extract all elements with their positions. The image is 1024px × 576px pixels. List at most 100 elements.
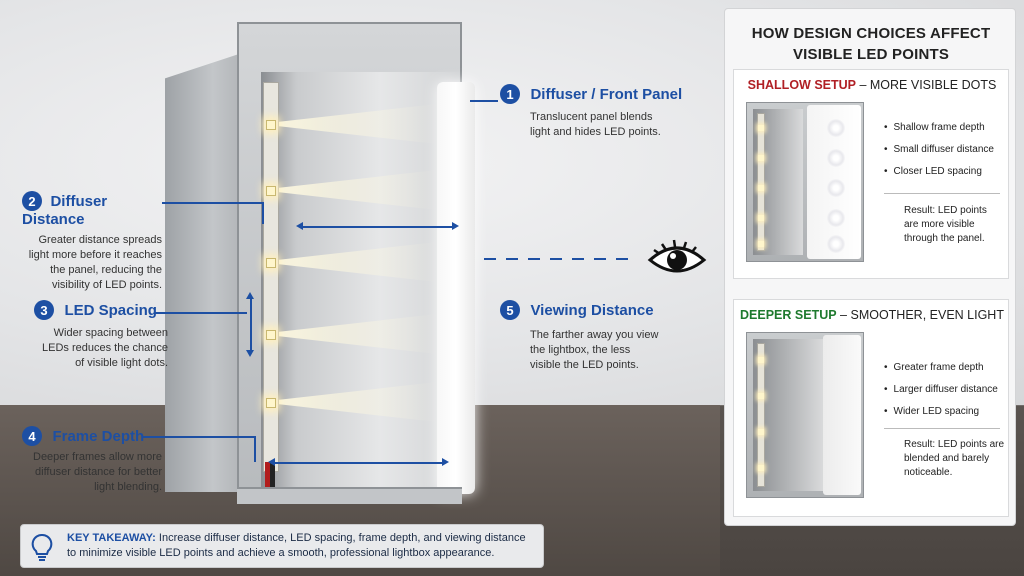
result-line: are more visible	[904, 219, 975, 230]
label-text-line: visibility of LED points.	[51, 279, 162, 291]
label-title: Diffuser / Front Panel	[530, 85, 683, 103]
bullet-item: Closer LED spacing	[884, 166, 994, 177]
card-heading: SHALLOW SETUP – MORE VISIBLE DOTS	[734, 78, 1010, 92]
shallow-setup-card: SHALLOW SETUP – MORE VISIBLE DOTS Shallo…	[733, 69, 1009, 279]
mini-led-strip	[757, 113, 765, 251]
mini-diffuser	[823, 335, 861, 495]
panel-title: HOW DESIGN CHOICES AFFECT VISIBLE LED PO…	[725, 23, 1017, 65]
leader-line	[262, 202, 264, 224]
result-line: Result: LED points	[904, 205, 987, 216]
sightline-dash	[484, 258, 496, 260]
led-point	[266, 398, 276, 408]
label-text-line: diffuser distance for better	[35, 466, 162, 478]
bullet-item: Shallow frame depth	[884, 122, 994, 133]
mini-led	[758, 185, 764, 191]
leader-line	[142, 436, 254, 438]
sightline-dash	[572, 258, 584, 260]
mini-led	[758, 215, 764, 221]
shallow-result: Result: LED points are more visible thro…	[904, 204, 987, 246]
deeper-setup-card: DEEPER SETUP – SMOOTHER, EVEN LIGHT Grea…	[733, 299, 1009, 517]
result-line: through the panel.	[904, 233, 985, 244]
label-text-line: visible the LED points.	[530, 359, 639, 371]
divider	[884, 193, 1000, 194]
label-diffuser-distance: 2 Diffuser Distance Greater distance spr…	[22, 191, 162, 293]
deeper-result: Result: LED points are blended and barel…	[904, 438, 1004, 480]
panel-title-line: HOW DESIGN CHOICES AFFECT	[751, 25, 991, 42]
takeaway-text: KEY TAKEAWAY: Increase diffuser distance…	[67, 531, 537, 561]
led-point	[266, 330, 276, 340]
label-text-line: light and hides LED points.	[530, 126, 661, 138]
led-point	[266, 186, 276, 196]
card-heading-rest: – SMOOTHER, EVEN LIGHT	[836, 308, 1004, 322]
mini-led	[758, 357, 764, 363]
card-heading-strong: DEEPER SETUP	[740, 308, 837, 322]
step-number-badge: 1	[500, 84, 520, 104]
lightbulb-icon	[31, 533, 53, 561]
label-title: Viewing Distance	[530, 301, 654, 319]
mini-led	[758, 155, 764, 161]
visible-light-dot	[827, 119, 845, 137]
arrowhead	[268, 458, 275, 466]
led-point	[266, 258, 276, 268]
arrowhead	[452, 222, 459, 230]
label-led-spacing: 3 LED Spacing Wider spacing between LEDs…	[22, 300, 168, 371]
led-strip	[263, 82, 279, 472]
diffuser-distance-arrow	[300, 226, 452, 228]
mini-led	[758, 241, 764, 247]
bullet-item: Greater frame depth	[884, 362, 998, 373]
leader-line	[254, 436, 256, 462]
comparison-panel: HOW DESIGN CHOICES AFFECT VISIBLE LED PO…	[724, 8, 1016, 526]
label-text-line: light blending.	[94, 481, 162, 493]
bullet-item: Wider LED spacing	[884, 406, 998, 417]
result-line: noticeable.	[904, 467, 953, 478]
label-text-line: the lightbox, the less	[530, 344, 631, 356]
label-text-line: The farther away you view	[530, 329, 659, 341]
leader-line	[470, 100, 498, 102]
label-diffuser-front-panel: 1 Diffuser / Front Panel Translucent pan…	[500, 84, 700, 140]
mini-led	[758, 429, 764, 435]
takeaway-line: to minimize visible LED points and achie…	[67, 547, 495, 559]
label-title: Frame Depth	[52, 427, 145, 445]
diffuser-panel	[437, 82, 475, 494]
mini-led	[758, 465, 764, 471]
sightline-dash	[594, 258, 606, 260]
card-heading: DEEPER SETUP – SMOOTHER, EVEN LIGHT	[734, 308, 1010, 322]
label-text-line: Wider spacing between	[53, 327, 168, 339]
takeaway-label: KEY TAKEAWAY:	[67, 532, 156, 544]
result-line: blended and barely	[904, 453, 990, 464]
sightline-dash	[528, 258, 540, 260]
visible-light-dot	[827, 179, 845, 197]
label-text-line: Deeper frames allow more	[33, 451, 162, 463]
frame-depth-arrow	[272, 462, 442, 464]
lightbox-base	[237, 487, 462, 504]
led-spacing-arrow	[250, 298, 252, 350]
arrowhead	[296, 222, 303, 230]
shallow-bullet-list: Shallow frame depth Small diffuser dista…	[884, 122, 994, 188]
step-number-badge: 3	[34, 300, 54, 320]
label-text-line: the panel, reducing the	[50, 264, 162, 276]
bullet-item: Small diffuser distance	[884, 144, 994, 155]
label-text-line: Translucent panel blends	[530, 111, 653, 123]
mini-led	[758, 393, 764, 399]
arrowhead	[442, 458, 449, 466]
takeaway-line: Increase diffuser distance, LED spacing,…	[155, 532, 526, 544]
divider	[884, 428, 1000, 429]
card-heading-rest: – MORE VISIBLE DOTS	[856, 78, 997, 92]
card-heading-strong: SHALLOW SETUP	[747, 78, 856, 92]
deeper-illustration	[746, 332, 864, 498]
step-number-badge: 2	[22, 191, 42, 211]
step-number-badge: 5	[500, 300, 520, 320]
step-number-badge: 4	[22, 426, 42, 446]
label-title: LED Spacing	[64, 301, 157, 319]
bullet-item: Larger diffuser distance	[884, 384, 998, 395]
lightbox-illustration	[165, 22, 475, 504]
shallow-illustration	[746, 102, 864, 262]
label-frame-depth: 4 Frame Depth Deeper frames allow more d…	[22, 426, 162, 495]
visible-light-dot	[827, 149, 845, 167]
label-text-line: Greater distance spreads	[38, 234, 162, 246]
mini-led	[758, 125, 764, 131]
sightline-dash	[506, 258, 518, 260]
led-point	[266, 120, 276, 130]
key-takeaway-box: KEY TAKEAWAY: Increase diffuser distance…	[20, 524, 544, 568]
label-text-line: light more before it reaches	[28, 249, 162, 261]
